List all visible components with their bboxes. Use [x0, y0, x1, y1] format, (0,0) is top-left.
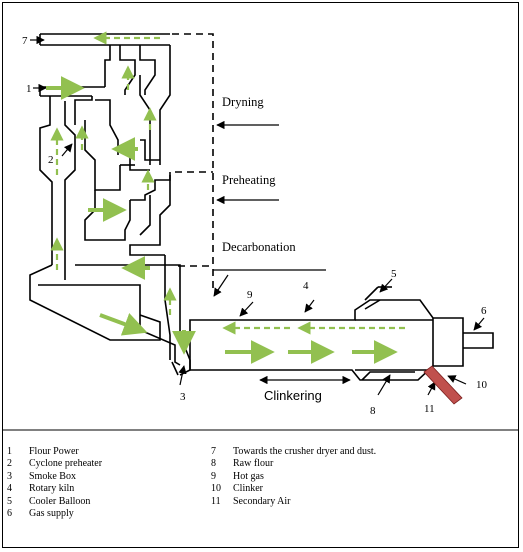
- zone-dashed-lines: [172, 33, 214, 292]
- callout-2: 2: [48, 154, 54, 166]
- zone-arrows: [30, 35, 485, 396]
- preheating-label: Preheating: [222, 173, 276, 187]
- callout-6: 6: [481, 305, 487, 317]
- rotary-kiln: [189, 286, 494, 381]
- cyclone-preheater-tower: [29, 33, 191, 376]
- callout-10: 10: [476, 379, 488, 391]
- figure-frame: [2, 2, 519, 548]
- clinker-outlet: [423, 365, 463, 405]
- callout-arrow-4: [304, 299, 315, 313]
- flow-arrows-solid: [46, 76, 398, 364]
- callout-arrow-10: [447, 375, 467, 385]
- callout-11: 11: [424, 403, 435, 415]
- callout-arrow-2: [61, 143, 73, 157]
- callout-arrow-5: [379, 278, 393, 293]
- flow-arrows-dashed: [50, 31, 405, 335]
- decarbonation-label: Decarbonation: [222, 240, 296, 254]
- callout-1: 1: [26, 83, 32, 95]
- callout-5: 5: [391, 268, 397, 280]
- callout-arrow-9: [239, 301, 254, 317]
- callout-arrow-3: [178, 365, 187, 386]
- callout-arrow-8: [377, 374, 391, 396]
- callout-7: 7: [22, 35, 28, 47]
- callout-9: 9: [247, 289, 253, 301]
- callout-3: 3: [180, 391, 186, 403]
- callout-8: 8: [370, 405, 376, 417]
- callout-4: 4: [303, 280, 309, 292]
- callout-arrow-6: [473, 317, 485, 331]
- kiln-entry-arrow: [213, 274, 229, 297]
- callout-arrow-11: [427, 381, 436, 396]
- clinkering-label: Clinkering: [264, 388, 322, 403]
- drying-label: Dryning: [222, 95, 264, 109]
